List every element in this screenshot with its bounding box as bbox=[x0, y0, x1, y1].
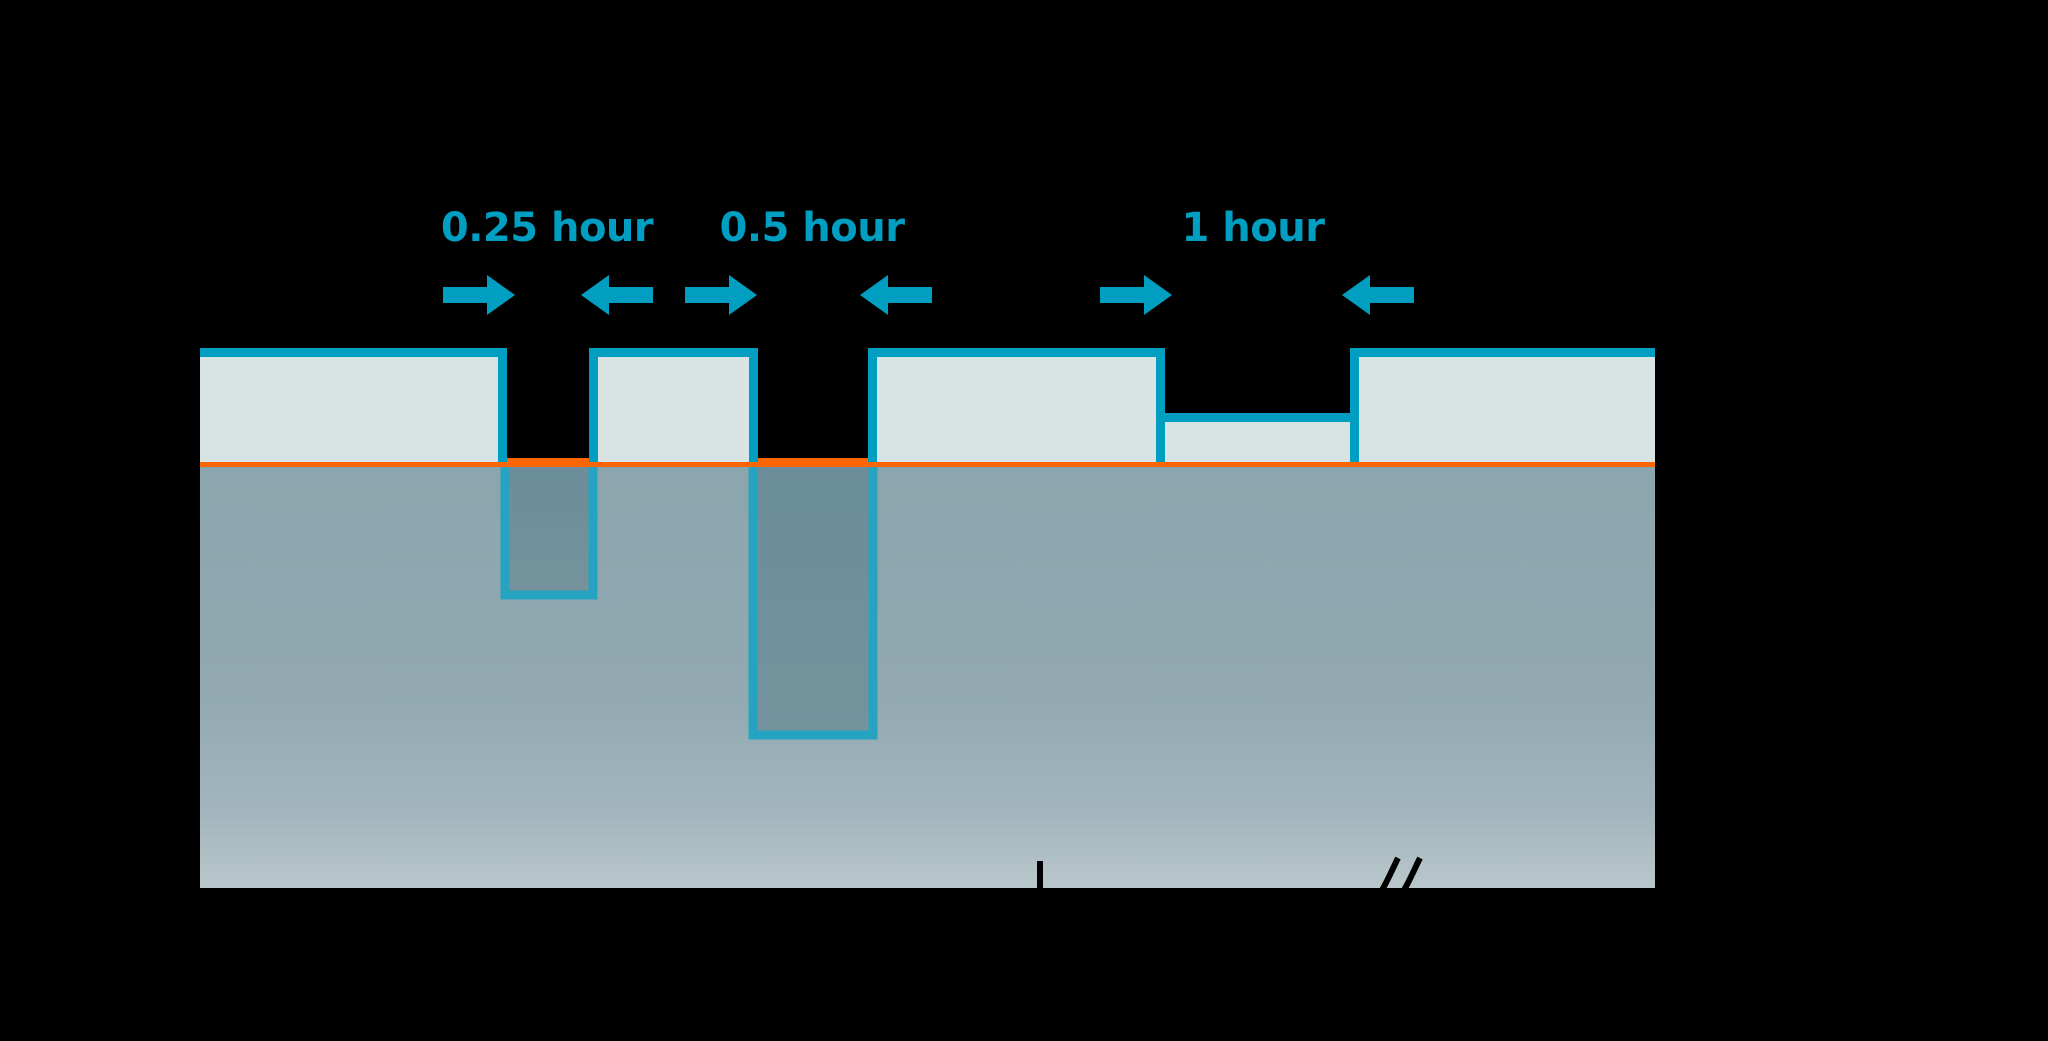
mask-segment-2 bbox=[589, 348, 758, 462]
arrow-1-right-icon bbox=[1100, 275, 1172, 315]
label-025-hour: 0.25 hour bbox=[440, 205, 654, 251]
dimension-arrows bbox=[443, 275, 1414, 315]
label-1-hour: 1 hour bbox=[1181, 205, 1325, 251]
mask-layer bbox=[200, 348, 1655, 462]
substrate-surface-line bbox=[200, 458, 1655, 467]
mask-segment-4 bbox=[1350, 348, 1655, 462]
substrate-break-symbol bbox=[1379, 856, 1423, 892]
trench-025-hour bbox=[500, 462, 598, 600]
label-05-hour: 0.5 hour bbox=[719, 205, 905, 251]
substrate-layer bbox=[200, 462, 1655, 888]
mask-segment-1 bbox=[200, 348, 507, 462]
mask-segment-3 bbox=[868, 348, 1165, 462]
trench-05-hour bbox=[748, 462, 878, 740]
arrow-025-left-icon bbox=[581, 275, 653, 315]
arrow-025-right-icon bbox=[443, 275, 515, 315]
mask-shallow-recess-1-hour bbox=[1156, 352, 1359, 462]
arrow-1-left-icon bbox=[1342, 275, 1414, 315]
arrow-05-left-icon bbox=[860, 275, 932, 315]
trench-group bbox=[500, 462, 878, 740]
arrow-05-right-icon bbox=[685, 275, 757, 315]
